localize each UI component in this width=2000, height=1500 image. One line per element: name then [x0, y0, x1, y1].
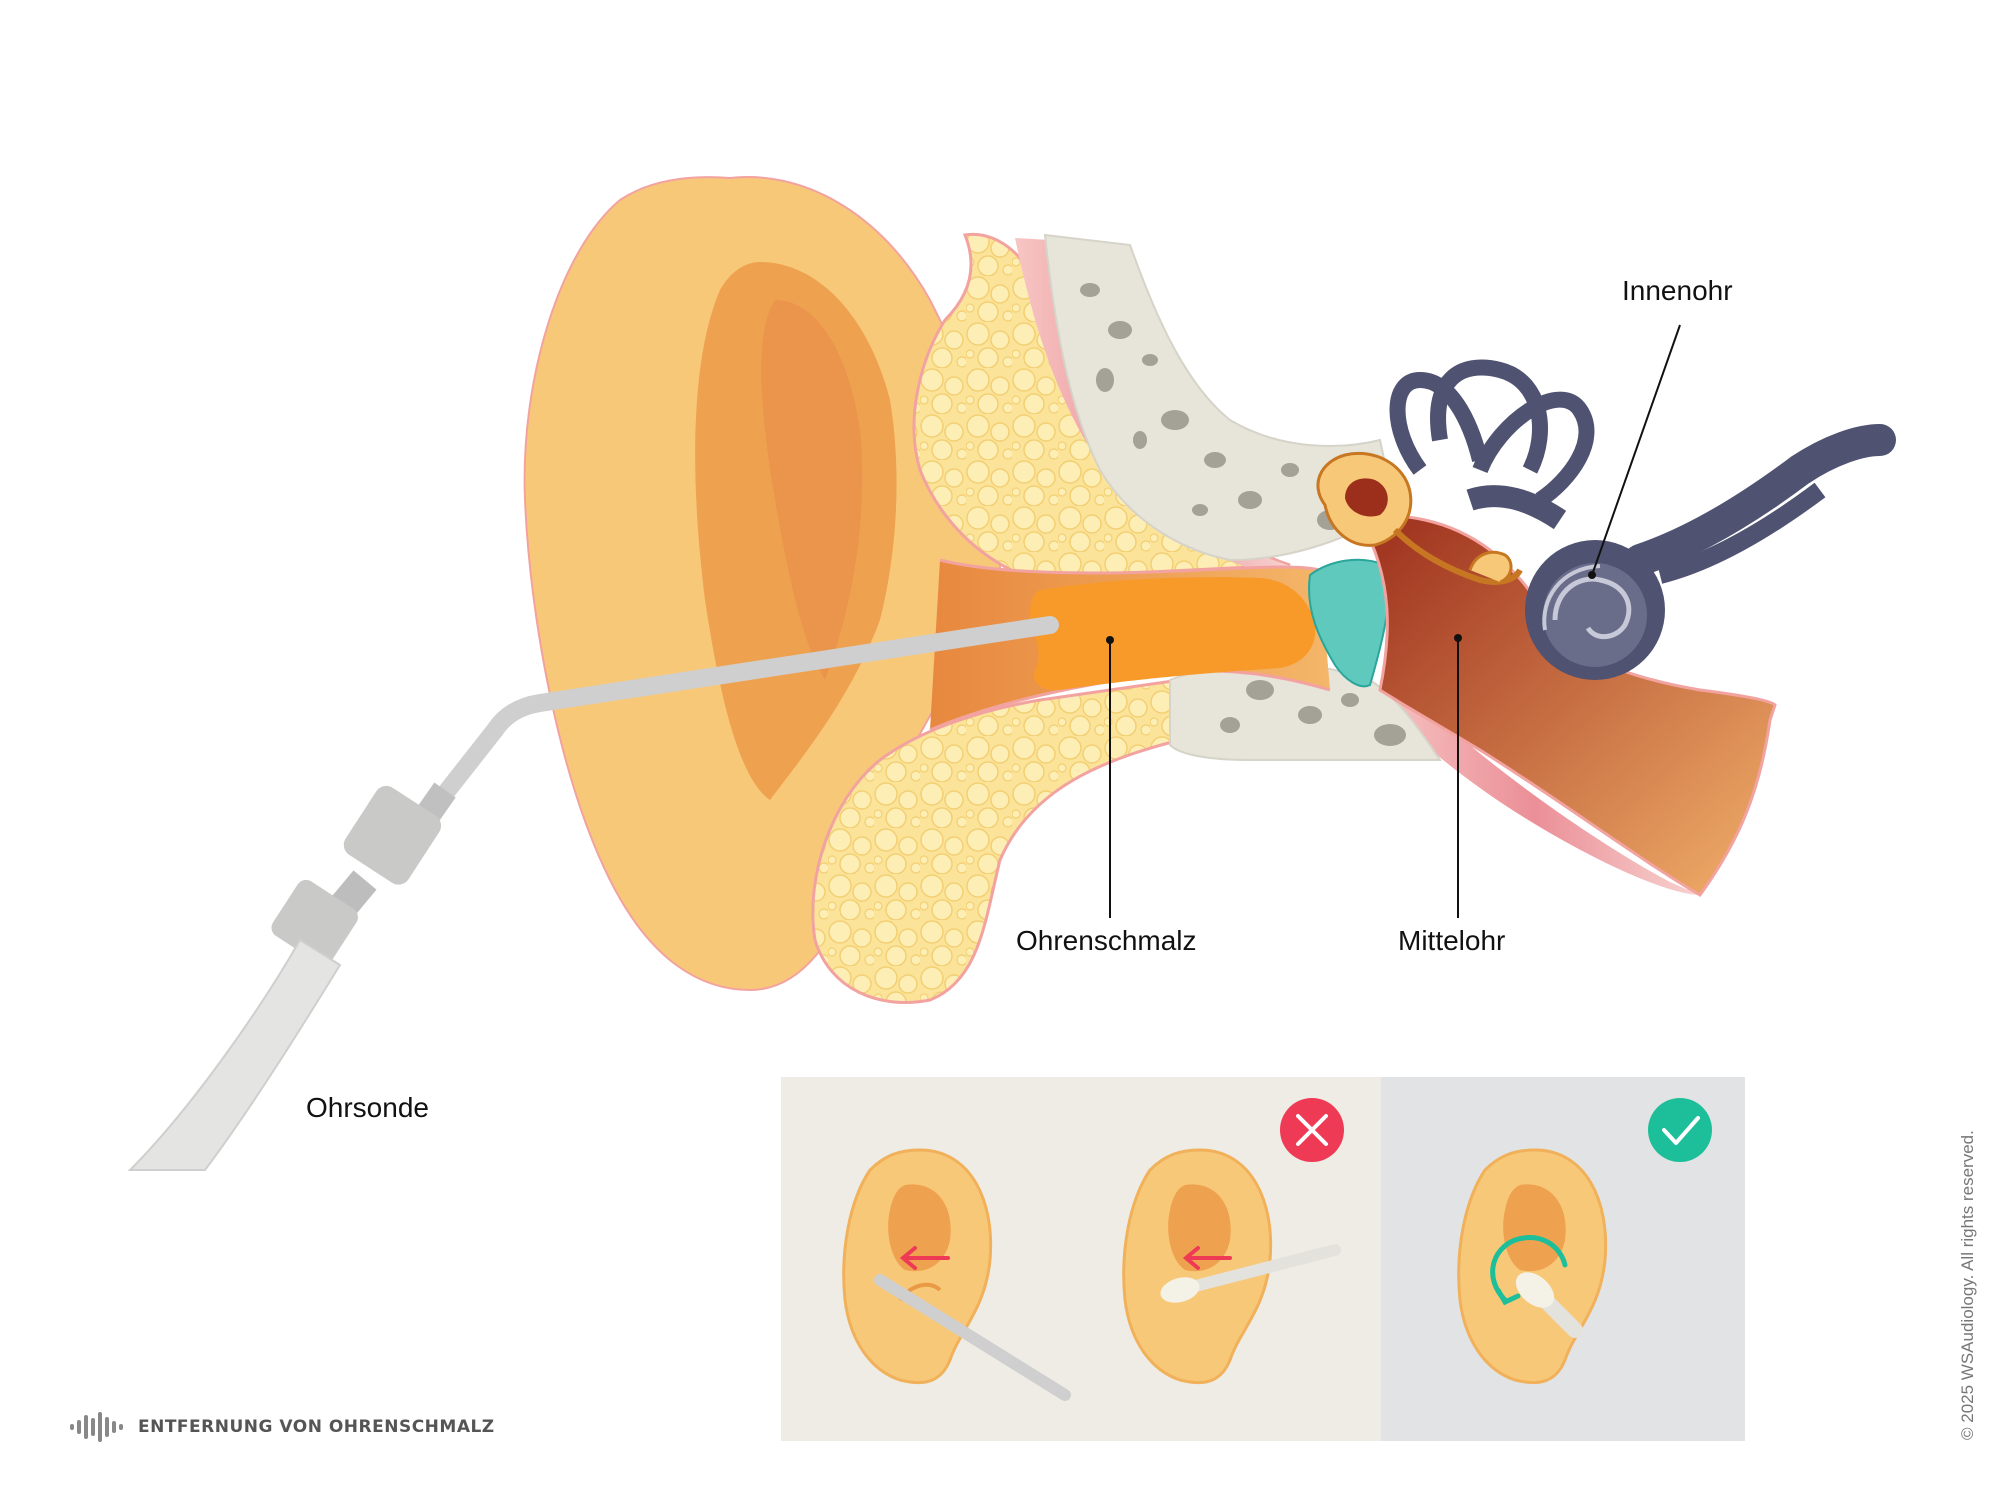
footer-title: ENTFERNUNG VON OHRENSCHMALZ — [138, 1417, 495, 1437]
label-ohrenschmalz: Ohrenschmalz — [1016, 925, 1197, 956]
label-ohrsonde: Ohrsonde — [306, 1092, 429, 1123]
label-innenohr: Innenohr — [1622, 275, 1733, 306]
leader-dots — [1106, 571, 1596, 644]
instruction-panel — [781, 1077, 1745, 1441]
earwax-plug — [1030, 577, 1316, 691]
check-icon — [1648, 1098, 1712, 1162]
inner-ear — [1389, 359, 1896, 584]
auricle — [523, 176, 1001, 992]
ear-probe — [127, 616, 1059, 1171]
small-ear-right — [1457, 1148, 1608, 1385]
middle-ear-cavity — [1316, 452, 1777, 897]
small-ear-wrong-1 — [842, 1148, 1071, 1401]
temporal-bone — [1043, 233, 1442, 761]
sound-wave-logo-icon — [70, 1412, 123, 1442]
copyright-notice: © 2025 WSAudiology. All rights reserved. — [1958, 1130, 1977, 1440]
small-ear-wrong-2 — [1122, 1148, 1341, 1385]
label-mittelohr: Mittelohr — [1398, 925, 1506, 956]
leader-lines — [1109, 324, 1681, 918]
cochlea — [1525, 540, 1665, 680]
cross-icon — [1280, 1098, 1344, 1162]
eardrum — [1308, 558, 1390, 688]
